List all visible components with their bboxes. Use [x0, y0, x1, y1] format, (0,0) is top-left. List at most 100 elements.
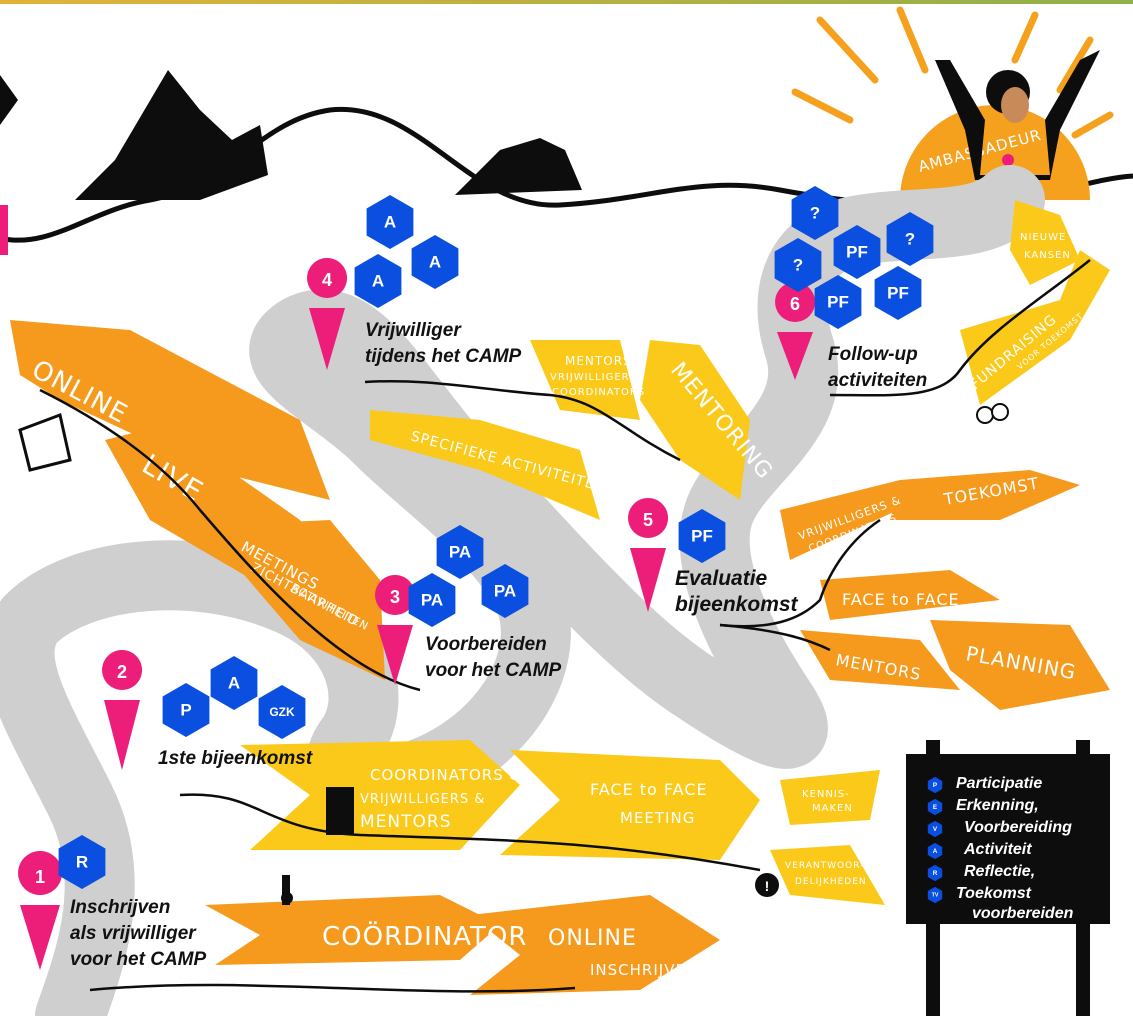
online-inschrijven-arrow — [470, 895, 720, 995]
hexagon-label: A — [429, 253, 441, 272]
legend-item-erkenning: E Erkenning, — [906, 796, 1110, 818]
face-text-2: MEETING — [620, 809, 695, 827]
coord-text-3: MENTORS — [360, 812, 452, 832]
coordinator-text: COÖRDINATOR — [322, 920, 527, 952]
planning-arrow — [930, 620, 1110, 710]
hexagon-icon: P — [927, 776, 943, 794]
mentors-arrow — [530, 340, 640, 420]
mentoring-arrow — [640, 340, 750, 500]
mentors-text-3: COORDINATORS — [552, 387, 645, 398]
meetings-arrow — [225, 520, 385, 680]
toekomst-arrow — [890, 470, 1080, 520]
online-text-1: ONLINE — [548, 926, 637, 951]
people-icon — [326, 787, 354, 835]
hexagon-badge: PA — [436, 525, 484, 579]
hexagon-label: PF — [887, 284, 909, 303]
mentors-text-1: MENTORS — [565, 354, 632, 368]
online-text-2: INSCHRIJVEN — [590, 961, 698, 979]
hexagon-badge: A — [366, 195, 414, 249]
hexagon-badge: PF — [874, 266, 922, 320]
kennis-text-1: KENNIS- — [802, 789, 850, 800]
verant-text-2: DELIJKHEDEN — [795, 877, 867, 887]
legend-label: Activiteit — [964, 841, 1032, 858]
step1-arrows: COÖRDINATOR ONLINE INSCHRIJVEN — [205, 875, 720, 995]
pins — [18, 258, 816, 970]
legend-label: Voorbereiding — [964, 819, 1072, 836]
hexagon-label: A — [372, 272, 384, 291]
nieuwe-text-1: NIEUWE — [1020, 232, 1066, 243]
step-number: 1 — [35, 867, 45, 887]
edge-accent — [0, 205, 8, 255]
legend-item-participatie: P Participatie — [906, 774, 1110, 796]
hexagon-icon: E — [927, 798, 943, 816]
coordinator-arrow — [205, 895, 500, 965]
legend-item-activiteit: A Activiteit — [906, 840, 1110, 862]
svg-text:E: E — [933, 804, 937, 811]
legend-label: Toekomst — [956, 885, 1031, 902]
step-number: 6 — [790, 294, 800, 314]
hexagon-label: PF — [691, 527, 713, 546]
step5-arrows: VRIJWILLIGERS & COORDINATORS TOEKOMST FA… — [780, 470, 1110, 710]
step-number: 4 — [322, 270, 332, 290]
kennismaken-arrow — [780, 770, 880, 825]
mentors-eval-arrow — [800, 630, 960, 690]
coordinators-arrow — [240, 740, 520, 850]
hexagon-badge: R — [58, 835, 106, 889]
svg-text:P: P — [933, 782, 937, 789]
hexagon-label: ? — [793, 256, 803, 275]
hexagon-label: GZK — [269, 705, 295, 719]
flow-lines — [39, 259, 1091, 993]
face-to-face-arrow — [500, 750, 760, 860]
verant-text-1: VERANTWOOR- — [785, 861, 864, 871]
hexagon-badge: A — [354, 254, 402, 308]
step-number: 3 — [390, 587, 400, 607]
legend-item-toekomst: TV Toekomst — [906, 884, 1110, 906]
legend-label: Participatie — [956, 775, 1043, 792]
hexagon-icon: TV — [927, 886, 943, 904]
nieuwe-text-2: KANSEN — [1024, 250, 1071, 261]
hexagon-label: PA — [421, 591, 443, 610]
svg-text:!: ! — [765, 878, 770, 894]
hexagon-badge: PA — [481, 564, 529, 618]
ambassador-figure — [935, 50, 1100, 180]
top-strip — [0, 0, 1133, 4]
hexagon-label: P — [180, 701, 191, 720]
coin-icon — [976, 406, 994, 424]
hexagon-icon: R — [927, 864, 943, 882]
hexagon-label: A — [384, 213, 396, 232]
step6-title: Follow-up activiteiten — [828, 344, 928, 391]
hexagon-badge: ? — [774, 238, 822, 292]
hexagon-icon: A — [927, 842, 943, 860]
hexagon-badge: PF — [678, 509, 726, 563]
legend-item-reflectie: R Reflectie, — [906, 862, 1110, 884]
fundraising-arrow — [960, 250, 1110, 405]
hexagon-label: ? — [810, 204, 820, 223]
coin-icon — [991, 403, 1009, 421]
hexagon-label: R — [76, 853, 88, 872]
hexagon-icon: V — [927, 820, 943, 838]
face-text-1: FACE to FACE — [590, 780, 708, 799]
legend-label: voorbereiden — [972, 905, 1074, 922]
step2-arrows: COORDINATORS & VRIJWILLIGERS & MENTORS F… — [240, 740, 885, 905]
step1-title: Inschrijven als vrijwilliger voor het CA… — [70, 897, 207, 970]
hexagon-label: PF — [827, 293, 849, 312]
hexagon-badge: ? — [791, 186, 839, 240]
face-eval-arrow — [820, 570, 1000, 620]
hexagon-label: PA — [494, 582, 516, 601]
hexagon-badge: PF — [833, 225, 881, 279]
legend-label: Erkenning, — [956, 797, 1039, 814]
verantwoordelijkheden-arrow — [770, 845, 885, 905]
step5-title: Evaluatie bijeenkomst — [675, 567, 798, 616]
legend-label: Reflectie, — [964, 863, 1036, 880]
hexagon-label: PA — [449, 543, 471, 562]
step-number: 5 — [643, 510, 653, 530]
svg-text:V: V — [933, 826, 938, 833]
legend-board: P Participatie E Erkenning, V Voorbereid… — [906, 754, 1110, 924]
legend-item-voorbereiden: voorbereiden — [906, 904, 1110, 926]
legend-item-voorbereiding: V Voorbereiding — [906, 818, 1110, 840]
step3-arrows: ONLINE LIVE MEETINGS ZICHTBAARHEID ACTIV… — [10, 320, 385, 680]
mentors-text-2: VRIJWILLIGERS — [550, 372, 637, 383]
